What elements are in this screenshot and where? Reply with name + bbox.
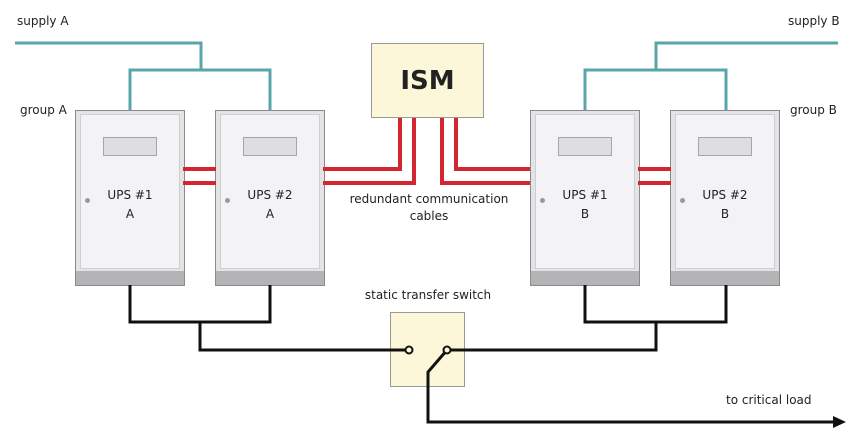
critical-load-arrow: [833, 416, 846, 428]
power-lines: [128, 285, 833, 424]
supply-a-line: [15, 41, 272, 110]
ups-1-group-b: UPS #1 B: [530, 110, 640, 286]
ups-indicator-light: [680, 198, 685, 203]
ups-base: [531, 271, 639, 285]
ups-display: [558, 137, 612, 156]
comm-cables-label-line2: cables: [409, 209, 449, 223]
ups-display: [243, 137, 297, 156]
group-b-label: group B: [790, 103, 837, 117]
group-a-label: group A: [20, 103, 67, 117]
ups-label: UPS #1 A: [76, 186, 184, 224]
ups-display: [103, 137, 157, 156]
ups-2-group-b: UPS #2 B: [670, 110, 780, 286]
ups-indicator-light: [225, 198, 230, 203]
supply-b-label: supply B: [788, 14, 840, 28]
ups-title: UPS #1: [107, 188, 153, 202]
ups-group: A: [125, 207, 135, 221]
sts-contact-left: [404, 345, 414, 355]
ups-base: [671, 271, 779, 285]
ups-base: [216, 271, 324, 285]
supply-a-label: supply A: [17, 14, 69, 28]
ups-base: [76, 271, 184, 285]
ups-group: B: [720, 207, 730, 221]
sts-contact-right: [442, 345, 452, 355]
ups-label: UPS #2 A: [216, 186, 324, 224]
ups-indicator-light: [540, 198, 545, 203]
ups-display: [698, 137, 752, 156]
ups-title: UPS #2: [247, 188, 293, 202]
comm-cables: [183, 118, 671, 185]
critical-load-label: to critical load: [726, 393, 812, 407]
ups-group: A: [265, 207, 275, 221]
ups-2-group-a: UPS #2 A: [215, 110, 325, 286]
sts-label: static transfer switch: [364, 288, 492, 302]
ism-box: ISM: [371, 43, 484, 118]
supply-b-line: [583, 41, 838, 110]
ups-indicator-light: [85, 198, 90, 203]
ups-label: UPS #1 B: [531, 186, 639, 224]
ism-label: ISM: [400, 65, 455, 96]
ups-label: UPS #2 B: [671, 186, 779, 224]
comm-cables-label-line1: redundant communication: [349, 192, 509, 206]
ups-title: UPS #2: [702, 188, 748, 202]
ups-1-group-a: UPS #1 A: [75, 110, 185, 286]
ups-title: UPS #1: [562, 188, 608, 202]
ups-group: B: [580, 207, 590, 221]
